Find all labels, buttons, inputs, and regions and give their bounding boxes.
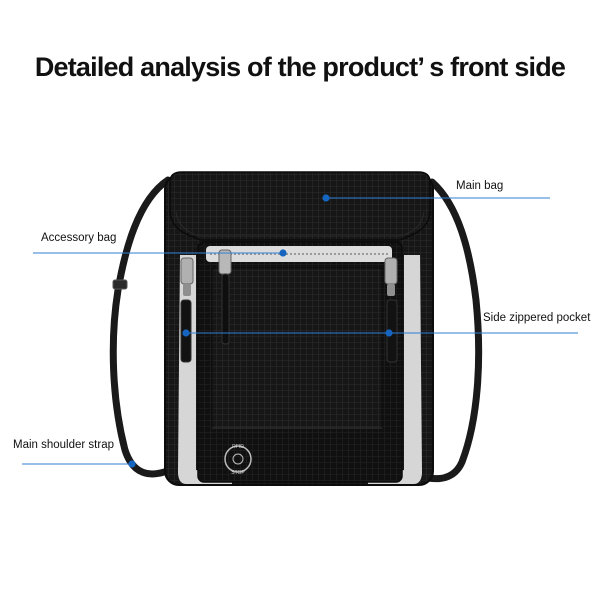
- callout-dot-side-pocket-left: [182, 329, 190, 337]
- callout-label-side-zippered-pocket: Side zippered pocket: [483, 312, 591, 324]
- callout-label-main-shoulder-strap: Main shoulder strap: [13, 439, 114, 451]
- callout-label-main-bag: Main bag: [456, 180, 504, 192]
- shoulder-strap: [109, 176, 483, 483]
- callout-dot-side-pocket-right: [385, 329, 393, 337]
- callout-accessory-bag: [33, 249, 287, 257]
- zipper-pulls: [180, 249, 398, 363]
- callout-dot-accessory-bag: [279, 249, 287, 257]
- rfid-badge-line1: RFID: [232, 444, 244, 450]
- callout-shoulder-strap: [22, 460, 136, 468]
- rfid-badge-line2: STOP: [231, 470, 245, 476]
- page-title: Detailed analysis of the product’ s fron…: [34, 52, 566, 82]
- callout-label-accessory-bag: Accessory bag: [41, 232, 117, 244]
- callout-dot-shoulder-strap: [128, 460, 136, 468]
- top-flap: [169, 171, 431, 241]
- rfid-badge: RFID STOP: [224, 444, 252, 476]
- callout-dot-main-bag: [322, 194, 330, 202]
- callout-side-pocket: [182, 329, 578, 337]
- front-zippered-pocket: [197, 241, 403, 483]
- strap-buckle: [112, 279, 128, 290]
- callout-main-bag: [322, 194, 550, 202]
